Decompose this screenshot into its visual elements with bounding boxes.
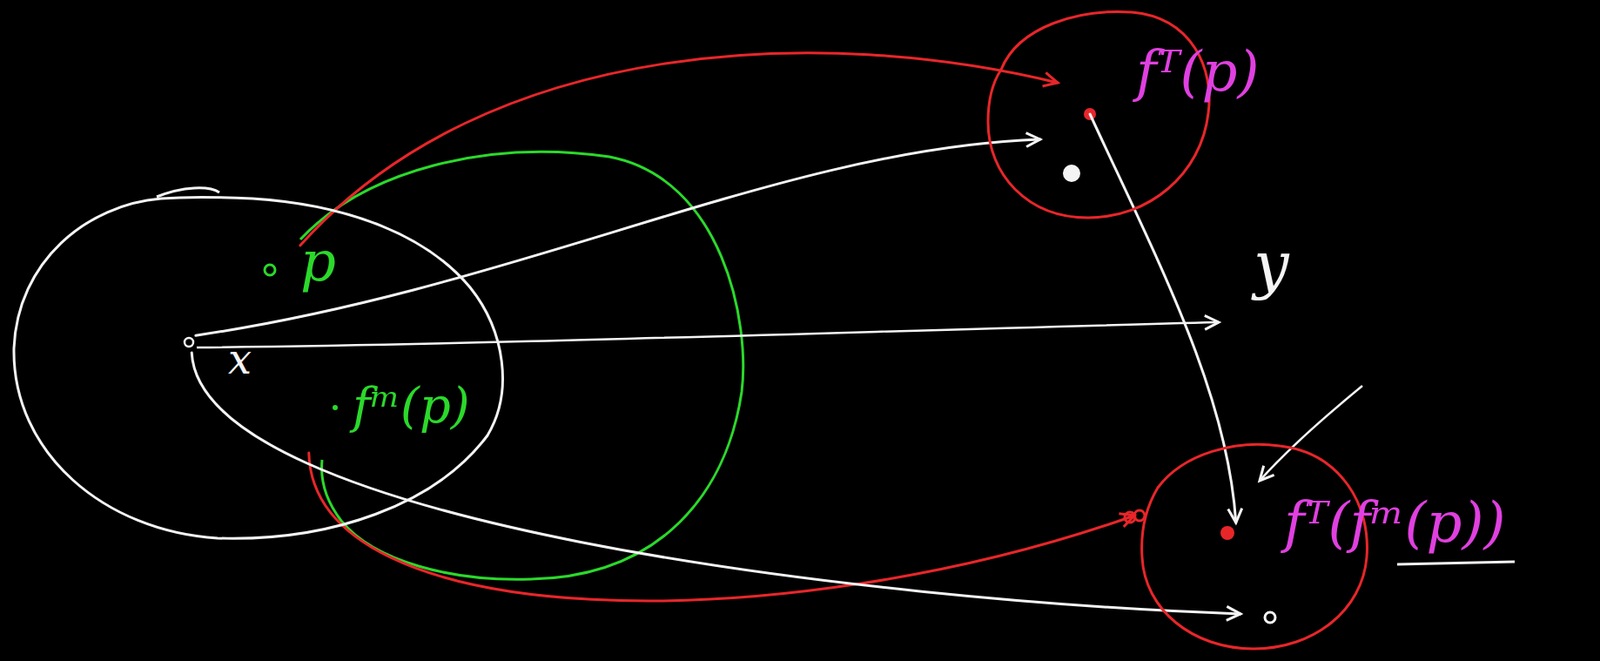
outline-stroke [13, 197, 503, 539]
neighborhood-circle: fᵀ(fᵐ(p)) [1131, 435, 1594, 655]
x-to-y-arrow [196, 322, 1219, 348]
orbit-curve [300, 151, 744, 579]
red-dot [1220, 525, 1235, 540]
outline [979, 6, 1293, 225]
pointer-arrow [1259, 385, 1363, 481]
region-blob: x p fᵐ(p) [10, 178, 516, 545]
point-label: fᵀ(fᵐ(p)) [1284, 494, 1506, 551]
outline-stroke [988, 12, 1210, 218]
map-arrow [191, 352, 1241, 614]
map-arrow [1089, 114, 1237, 523]
map-arrow [309, 452, 1135, 601]
point-fmp [332, 404, 338, 411]
point-p [264, 264, 276, 276]
point-x [184, 337, 194, 347]
underline [1397, 561, 1515, 565]
white-dot [1264, 611, 1276, 623]
point-label: x [228, 337, 252, 380]
point-label: y [1253, 233, 1290, 296]
neighborhood-circle: fᵀ(p) [979, 6, 1293, 225]
outline-stroke [156, 188, 220, 197]
point-label: fᵐ(p) [352, 381, 471, 431]
white-dot [1062, 164, 1081, 182]
point-label: p [300, 233, 337, 290]
map-arrow [195, 139, 1041, 336]
red-mark [1134, 510, 1145, 521]
point-label: fᵀ(p) [1136, 43, 1259, 100]
outline [10, 178, 516, 545]
